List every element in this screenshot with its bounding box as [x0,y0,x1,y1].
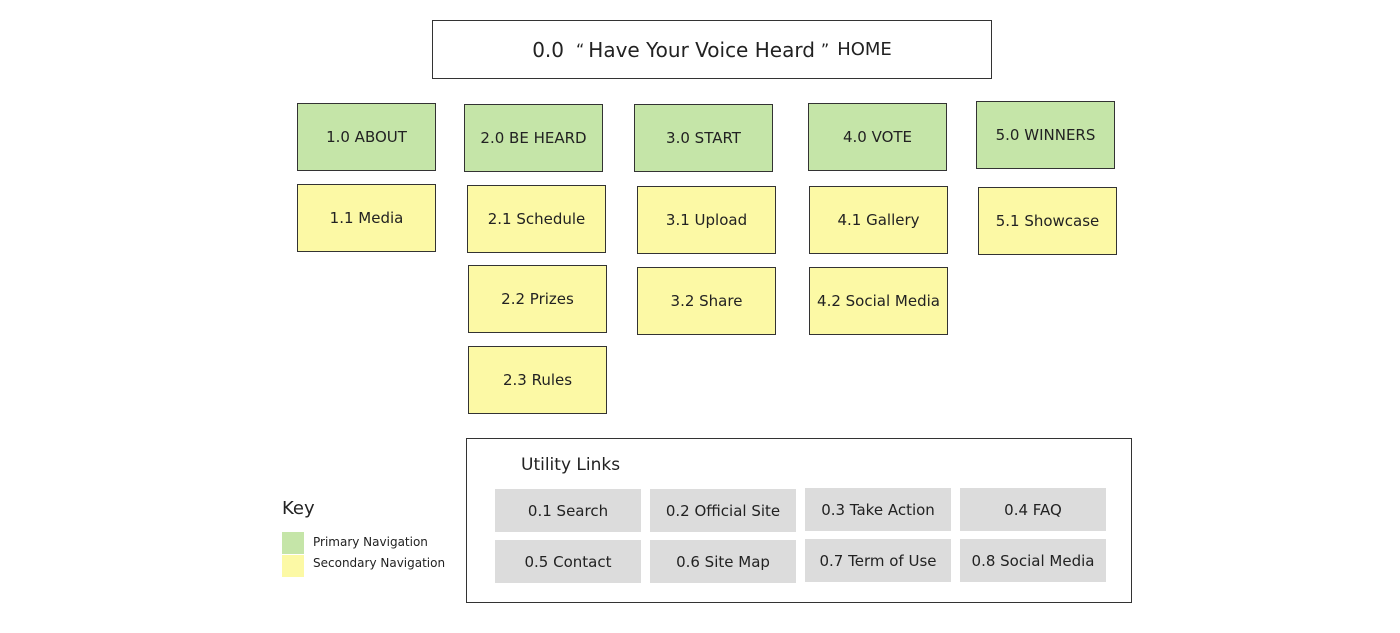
primary-node-be-heard: 2.0 BE HEARD [464,104,603,172]
primary-key-label: Primary Navigation [313,535,428,549]
utility-link-official-site: 0.2 Official Site [650,489,796,532]
primary-swatch [282,532,304,554]
home-close-quote: ” [820,40,830,59]
utility-link-label: 0.7 Term of Use [819,551,937,570]
primary-node-about: 1.0 ABOUT [297,103,436,171]
utility-link-contact: 0.5 Contact [495,540,641,583]
secondary-node-social-media: 4.2 Social Media [809,267,948,335]
node-label: 3.0 START [666,129,741,147]
node-label: 3.1 Upload [665,211,748,229]
primary-node-winners: 5.0 WINNERS [976,101,1115,169]
secondary-swatch [282,555,304,577]
primary-node-start: 3.0 START [634,104,773,172]
node-label: 5.1 Showcase [995,212,1100,230]
node-label: 4.2 Social Media [817,292,940,310]
node-label: 2.0 BE HEARD [480,129,587,147]
node-label: 4.1 Gallery [837,211,920,229]
home-open-quote: “ [576,40,585,59]
home-node: 0.0 “ Have Your Voice Heard ” HOME [432,20,992,79]
secondary-node-upload: 3.1 Upload [637,186,776,254]
secondary-key-label: Secondary Navigation [313,556,446,570]
secondary-node-prizes: 2.2 Prizes [468,265,607,333]
utility-link-label: 0.1 Search [527,501,609,520]
utility-link-label: 0.2 Official Site [665,501,781,520]
home-number: 0.0 [532,37,564,62]
secondary-node-gallery: 4.1 Gallery [809,186,948,254]
node-label: 5.0 WINNERS [995,126,1096,144]
utility-link-faq: 0.4 FAQ [960,488,1106,531]
secondary-node-media: 1.1 Media [297,184,436,252]
node-label: 2.1 Schedule [487,210,586,228]
primary-node-vote: 4.0 VOTE [808,103,947,171]
key-title: Key [282,498,315,519]
utility-link-label: 0.6 Site Map [676,552,770,571]
secondary-node-schedule: 2.1 Schedule [467,185,606,253]
utility-links-title: Utility Links [521,455,621,475]
utility-link-take-action: 0.3 Take Action [805,488,951,531]
utility-link-term-of-use: 0.7 Term of Use [805,539,951,582]
utility-link-label: 0.8 Social Media [971,551,1095,570]
node-label: 2.2 Prizes [501,290,574,308]
utility-link-site-map: 0.6 Site Map [650,540,796,583]
home-suffix: HOME [837,39,892,60]
utility-link-label: 0.5 Contact [524,552,612,571]
home-title: Have Your Voice Heard [588,37,815,62]
utility-link-social-media: 0.8 Social Media [960,539,1106,582]
secondary-node-showcase: 5.1 Showcase [978,187,1117,255]
node-label: 3.2 Share [670,292,743,310]
utility-link-label: 0.3 Take Action [821,500,935,519]
secondary-node-share: 3.2 Share [637,267,776,335]
node-label: 1.0 ABOUT [326,128,407,146]
node-label: 2.3 Rules [502,371,573,389]
utility-link-search: 0.1 Search [495,489,641,532]
utility-link-label: 0.4 FAQ [1004,500,1062,519]
node-label: 4.0 VOTE [842,128,913,146]
node-label: 1.1 Media [329,209,404,227]
secondary-node-rules: 2.3 Rules [468,346,607,414]
